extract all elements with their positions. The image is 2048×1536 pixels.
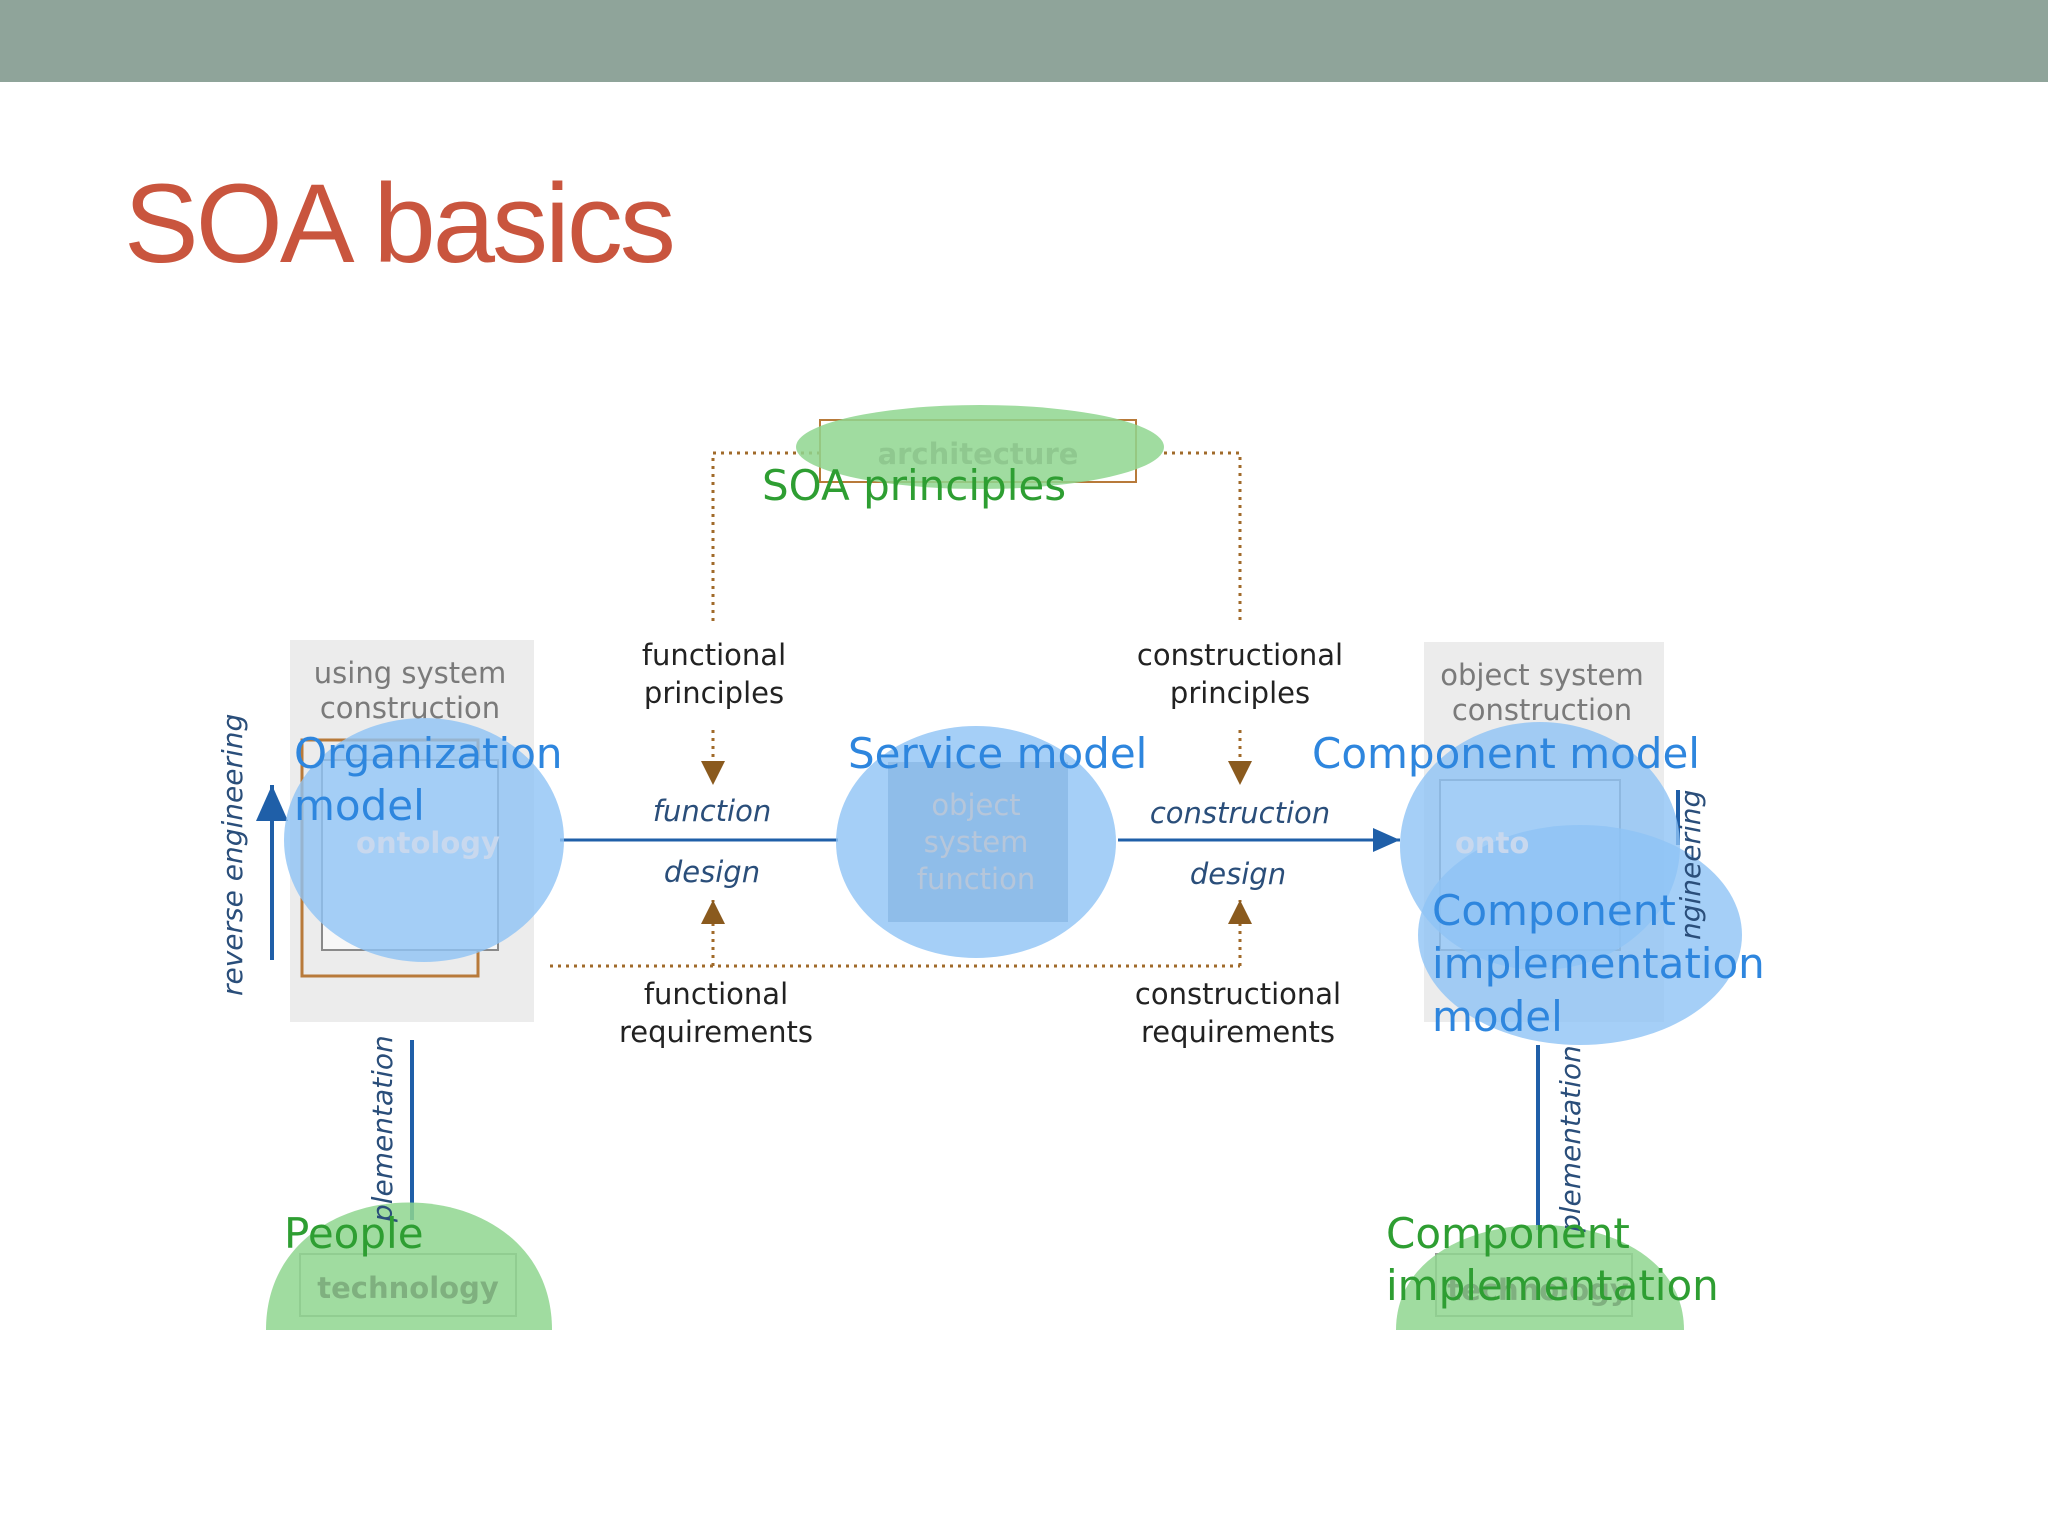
constructional-principles-line1: constructional bbox=[1137, 638, 1343, 672]
architecture-label: architecture bbox=[878, 437, 1079, 471]
component-implementation-line2: implementation bbox=[1386, 1261, 1719, 1310]
technology-label-left: technology bbox=[317, 1271, 499, 1305]
construction-label: construction bbox=[1150, 796, 1330, 830]
organization-model-line2: model bbox=[294, 781, 425, 830]
constructional-requirements-line2: requirements bbox=[1141, 1015, 1335, 1049]
object-system-function-line1: object bbox=[931, 788, 1020, 822]
component-model-label: Component model bbox=[1312, 729, 1700, 778]
people-label: People bbox=[284, 1209, 424, 1258]
object-system-function-line3: function bbox=[917, 862, 1035, 896]
implementation-label-left: plementation bbox=[366, 1035, 399, 1223]
implementation-label-right: plementation bbox=[1554, 1045, 1587, 1233]
technology-label-right: technology bbox=[1447, 1273, 1629, 1307]
slide-header-bar bbox=[0, 0, 2048, 82]
component-implementation-model-line2: implementation bbox=[1432, 939, 1765, 988]
functional-requirements-line1: functional bbox=[644, 977, 788, 1011]
functional-requirements-line2: requirements bbox=[619, 1015, 813, 1049]
component-implementation-ellipse bbox=[1396, 1225, 1684, 1330]
people-ellipse bbox=[266, 1202, 552, 1330]
component-implementation-model-ellipse bbox=[1418, 825, 1742, 1045]
functional-principles-line2: principles bbox=[644, 676, 784, 710]
organization-model-line1: Organization bbox=[294, 729, 563, 778]
constructional-requirements-line1: constructional bbox=[1135, 977, 1341, 1011]
slide-title: SOA basics bbox=[124, 161, 676, 286]
service-model-ellipse bbox=[836, 726, 1116, 958]
reverse-engineering-label: reverse engineering bbox=[216, 714, 249, 996]
design-label-right: design bbox=[1190, 857, 1286, 891]
ontology-label-left: ontology bbox=[356, 826, 500, 860]
function-label: function bbox=[653, 794, 771, 828]
organization-model-ellipse bbox=[284, 718, 564, 962]
component-implementation-model-line3: model bbox=[1432, 992, 1563, 1041]
using-system-construction-line1: using system bbox=[314, 656, 506, 690]
requirements-dotted-loop bbox=[550, 900, 1252, 968]
service-model-label: Service model bbox=[848, 729, 1147, 778]
design-label-left: design bbox=[664, 855, 760, 889]
soa-principles-label: SOA principles bbox=[762, 461, 1066, 510]
component-implementation-line1: Component bbox=[1386, 1209, 1630, 1258]
engineering-label-right: ngineering bbox=[1674, 790, 1707, 940]
object-system-construction-line2: construction bbox=[1452, 693, 1632, 727]
principles-dotted-loop bbox=[701, 451, 1252, 785]
ontology-label-right: onto bbox=[1455, 826, 1529, 860]
object-system-function-line2: system bbox=[924, 825, 1029, 859]
using-system-construction-line2: construction bbox=[320, 691, 500, 725]
constructional-principles-line2: principles bbox=[1170, 676, 1310, 710]
soa-principles-ellipse bbox=[796, 405, 1164, 489]
object-system-construction-line1: object system bbox=[1440, 658, 1643, 692]
functional-principles-line1: functional bbox=[642, 638, 786, 672]
component-implementation-model-line1: Component bbox=[1432, 886, 1676, 935]
